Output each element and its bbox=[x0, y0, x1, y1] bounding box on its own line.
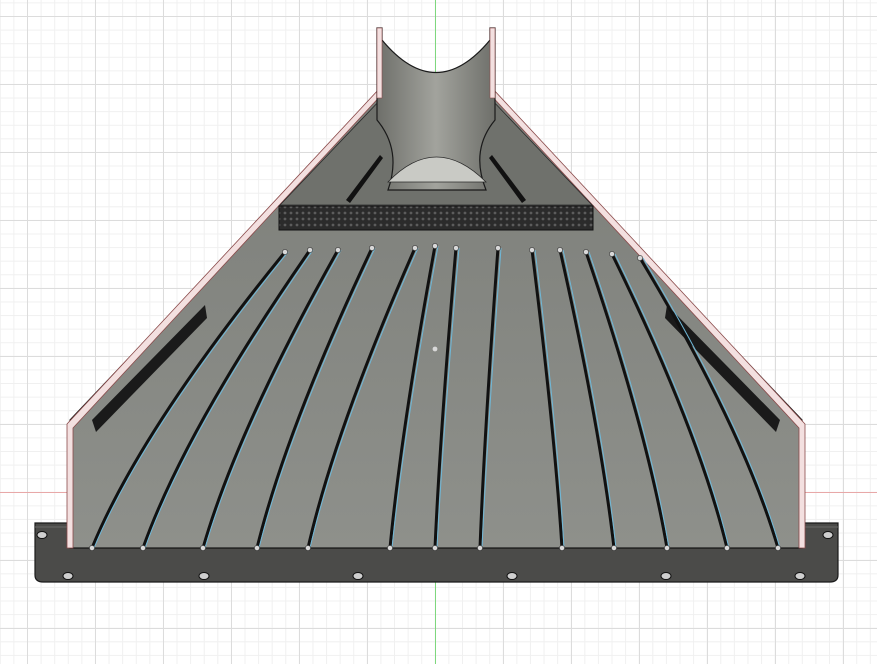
vane bbox=[638, 257, 780, 549]
upper-baffle-right bbox=[489, 155, 526, 203]
vane-fitting bbox=[724, 545, 730, 551]
vane-fitting bbox=[609, 251, 615, 257]
inlet-pipe-wall-left bbox=[376, 27, 383, 99]
vane-fitting bbox=[335, 247, 341, 253]
vane-highlight bbox=[614, 253, 730, 549]
vane-fitting bbox=[637, 255, 643, 261]
base-plate bbox=[34, 522, 839, 583]
vane bbox=[584, 251, 669, 549]
vane bbox=[90, 251, 287, 549]
vane-highlight bbox=[534, 249, 565, 549]
vane-fitting bbox=[477, 545, 483, 551]
vane-highlight bbox=[588, 251, 670, 549]
side-panel-right bbox=[665, 305, 780, 432]
vane-highlight bbox=[309, 247, 419, 549]
upper-baffle-left bbox=[346, 155, 383, 203]
vane-highlight bbox=[481, 247, 502, 549]
vane-fitting bbox=[282, 249, 288, 255]
inlet-pipe-wall-right bbox=[489, 27, 496, 99]
vane-highlight bbox=[144, 249, 314, 549]
vane bbox=[255, 247, 374, 549]
vane-fitting bbox=[89, 545, 95, 551]
vane bbox=[201, 249, 340, 549]
vane-fitting bbox=[559, 545, 565, 551]
bolt-hole bbox=[506, 572, 518, 580]
bolt-hole bbox=[36, 531, 48, 539]
vane-fitting bbox=[412, 245, 418, 251]
bolt-hole bbox=[62, 572, 74, 580]
bolt-hole bbox=[794, 572, 806, 580]
vane-fitting bbox=[583, 249, 589, 255]
distribution-vanes bbox=[89, 243, 781, 551]
vane-fitting bbox=[140, 545, 146, 551]
vane-fitting bbox=[557, 247, 563, 253]
vane bbox=[306, 247, 417, 549]
vane-fitting bbox=[432, 545, 438, 551]
vane-highlight bbox=[93, 251, 289, 549]
vane-fitting bbox=[775, 545, 781, 551]
vane-highlight bbox=[258, 247, 376, 549]
vane-fitting bbox=[305, 545, 311, 551]
vane bbox=[530, 249, 564, 549]
vane-highlight bbox=[562, 249, 617, 549]
vane-fitting bbox=[307, 247, 313, 253]
vane-highlight bbox=[436, 247, 460, 549]
vane-fitting bbox=[664, 545, 670, 551]
vane-highlight bbox=[391, 245, 439, 549]
mesh-screen[interactable] bbox=[278, 205, 594, 231]
vane-highlight bbox=[642, 257, 781, 549]
vane-fitting bbox=[200, 545, 206, 551]
vane bbox=[433, 247, 458, 549]
bolt-hole bbox=[198, 572, 210, 580]
vane-fitting bbox=[495, 245, 501, 251]
vane-fitting bbox=[432, 243, 438, 249]
bolt-hole bbox=[352, 572, 364, 580]
vane bbox=[558, 249, 616, 549]
vane bbox=[388, 245, 437, 549]
side-panel-left bbox=[92, 305, 207, 432]
vane-fitting bbox=[254, 545, 260, 551]
vane-fitting bbox=[387, 545, 393, 551]
inlet-pipe-inner-opening bbox=[387, 156, 487, 183]
bolt-holes bbox=[36, 531, 834, 580]
vane bbox=[478, 247, 500, 549]
vane bbox=[610, 253, 729, 549]
vane-highlight bbox=[204, 249, 342, 549]
vane-fitting bbox=[369, 245, 375, 251]
vane-fitting bbox=[611, 545, 617, 551]
bolt-hole bbox=[660, 572, 672, 580]
vane bbox=[141, 249, 312, 549]
center-point[interactable] bbox=[432, 346, 438, 352]
bolt-hole bbox=[822, 531, 834, 539]
vane-fitting bbox=[453, 245, 459, 251]
vane-fitting bbox=[529, 247, 535, 253]
inlet-pipe[interactable] bbox=[376, 27, 496, 191]
